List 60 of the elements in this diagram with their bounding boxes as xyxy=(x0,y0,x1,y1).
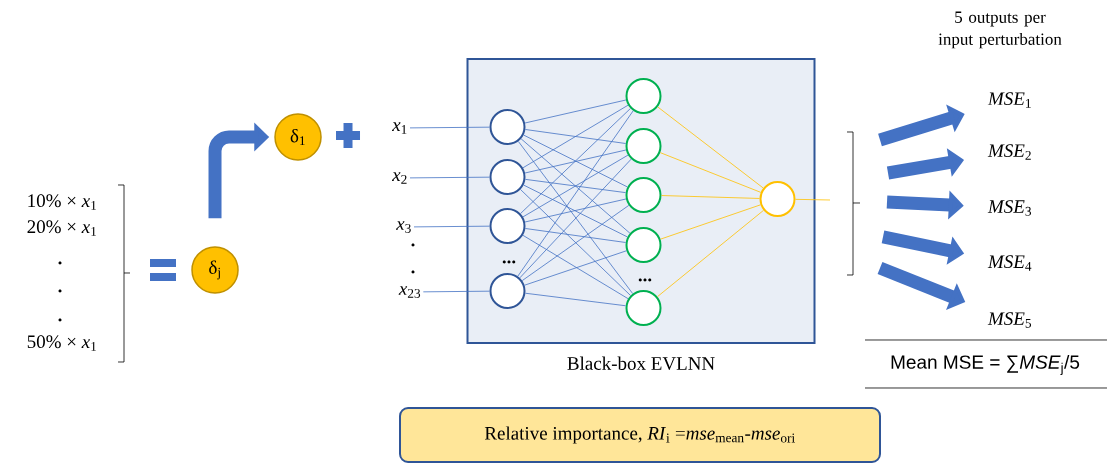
variable-label: x$_{2}$ xyxy=(392,172,407,184)
connection-line xyxy=(657,209,764,298)
connection-line xyxy=(524,129,627,144)
connection-line xyxy=(522,104,629,169)
hidden-neuron xyxy=(625,227,662,263)
hidden-neuron xyxy=(625,290,662,326)
connection-line xyxy=(520,138,631,234)
connection-line xyxy=(523,184,628,238)
output-label: MSE$_{4}$ xyxy=(987,255,1032,271)
dot: . xyxy=(58,261,62,265)
variable-label: x$_{1}$ xyxy=(392,122,407,134)
note-text: 5 outputs per input perturbation xyxy=(938,11,1062,49)
dot: . xyxy=(58,289,62,293)
input-neuron xyxy=(489,273,526,309)
ellipsis: ... xyxy=(638,278,652,282)
connection-line xyxy=(524,178,627,194)
connection-line xyxy=(524,228,627,243)
node-label: Black-box EVLNN xyxy=(567,356,715,370)
formula-box: Relative importance, RI$_{i}$ =mse$_{mean}$-mse$_{ori}$ xyxy=(399,407,881,463)
hidden-neuron xyxy=(625,128,662,164)
connection-line xyxy=(422,290,490,293)
ellipsis: ... xyxy=(502,260,516,264)
hidden-neuron xyxy=(625,78,662,114)
connection-line xyxy=(522,234,629,300)
connection-line xyxy=(661,195,760,199)
output-label: MSE$_{3}$ xyxy=(987,200,1031,216)
output-label: MSE$_{5}$ xyxy=(987,312,1031,328)
connection-line xyxy=(523,134,628,188)
connection-line xyxy=(517,110,634,277)
connection-line xyxy=(795,198,831,201)
mean-formula: Mean MSE = ∑MSE$_{j}$/5 xyxy=(891,354,1080,376)
connection-line xyxy=(659,152,762,193)
connection-line xyxy=(413,225,490,228)
connection-line xyxy=(409,126,490,129)
connection-line xyxy=(524,198,627,223)
connection-line xyxy=(524,292,627,307)
dot: . xyxy=(411,270,415,274)
connection-line xyxy=(521,204,630,281)
output-label: MSE$_{2}$ xyxy=(987,144,1031,160)
connection-line xyxy=(409,176,490,179)
input-neuron xyxy=(489,208,526,244)
connection-line xyxy=(520,108,631,214)
connection-line xyxy=(657,106,764,189)
connection-line xyxy=(522,154,629,218)
variable-label: x$_{23}$ xyxy=(398,286,421,298)
dot: . xyxy=(58,318,62,322)
percent-term: 10% × x$_{1}$ xyxy=(28,194,97,210)
dot: . xyxy=(411,243,415,247)
output-label: MSE$_{1}$ xyxy=(987,92,1031,108)
connection-line xyxy=(524,250,627,286)
connection-line xyxy=(524,99,627,124)
connection-line xyxy=(517,141,634,294)
variable-label: x$_{3}$ xyxy=(396,221,411,233)
connection-line xyxy=(519,158,632,279)
percent-term: 20% × x$_{1}$ xyxy=(27,220,97,236)
percent-term: 50% × x$_{1}$ xyxy=(27,335,97,351)
connection-line xyxy=(524,149,627,174)
input-neuron xyxy=(489,109,526,145)
connection-line xyxy=(520,189,631,296)
connection-line xyxy=(660,204,761,240)
